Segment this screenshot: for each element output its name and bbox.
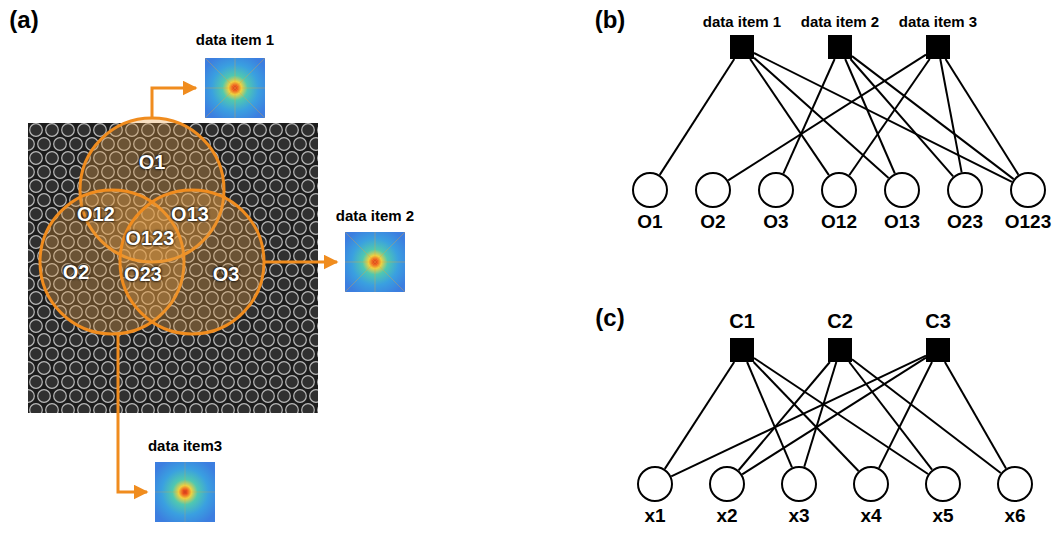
node-label: O12 <box>821 211 857 233</box>
factor-square: C2 <box>827 310 853 362</box>
variable-circle-shape <box>709 466 745 502</box>
data-item-label: data item 2 <box>336 208 414 225</box>
region-label: O13 <box>171 203 209 225</box>
fft-image <box>155 462 215 522</box>
factor-square-shape <box>828 35 852 59</box>
region-label: O1 <box>139 151 166 173</box>
variable-circle: O12 <box>821 172 857 233</box>
variable-circle-shape <box>997 466 1033 502</box>
variable-circle-shape <box>632 172 668 208</box>
node-label: data item 3 <box>899 13 977 30</box>
variable-circle-shape <box>947 172 983 208</box>
variable-circle-shape <box>758 172 794 208</box>
orange-arrow <box>152 88 196 118</box>
panel-label: (a) <box>9 7 38 33</box>
variable-circle-shape <box>1010 172 1046 208</box>
factor-square-shape <box>926 35 950 59</box>
variable-circle: O1 <box>632 172 668 233</box>
node-label: O3 <box>763 211 788 233</box>
variable-circle-shape <box>637 466 673 502</box>
graph-edge <box>754 53 1012 182</box>
node-label: O2 <box>700 211 725 233</box>
variable-circle: x6 <box>997 466 1033 527</box>
factor-square-shape <box>828 338 852 362</box>
variable-circle: O2 <box>695 172 731 233</box>
graph-edge <box>739 362 830 470</box>
region-label: O3 <box>213 263 240 285</box>
node-label: x2 <box>716 505 737 527</box>
node-label: x3 <box>788 505 809 527</box>
region-label: O12 <box>77 203 115 225</box>
graph-edge <box>754 358 928 474</box>
factor-square: C3 <box>925 310 951 362</box>
data-item-label: data item3 <box>148 438 222 455</box>
node-label: x1 <box>644 505 665 527</box>
graph-edge <box>946 59 1019 175</box>
graph-edge <box>852 56 1014 179</box>
graph-edge <box>879 362 932 468</box>
node-label: data item 2 <box>801 13 879 30</box>
region-label: O2 <box>63 261 90 283</box>
graph-edge <box>671 356 926 477</box>
node-label: O123 <box>1005 211 1051 233</box>
factor-square-shape <box>730 338 754 362</box>
variable-circle: O23 <box>947 172 983 233</box>
data-item-label: data item 1 <box>196 32 274 49</box>
graph-edge <box>850 59 953 176</box>
variable-circle-shape <box>925 466 961 502</box>
factor-square: data item 3 <box>899 13 977 59</box>
variable-circle-shape <box>821 172 857 208</box>
variable-circle: O123 <box>1005 172 1051 233</box>
node-label: x6 <box>1004 505 1025 527</box>
graph-edge <box>783 59 834 174</box>
node-label: x5 <box>932 505 953 527</box>
factor-square-shape <box>926 338 950 362</box>
graph-edge <box>742 358 926 475</box>
variable-circle-shape <box>695 172 731 208</box>
orange-arrow <box>118 334 147 492</box>
graph-edge <box>665 362 734 469</box>
variable-circle: x5 <box>925 466 961 527</box>
factor-square: data item 2 <box>801 13 879 59</box>
node-label: C2 <box>827 310 853 333</box>
region-circle <box>120 190 264 334</box>
panel-label: (c) <box>595 305 624 331</box>
factor-square-shape <box>730 35 754 59</box>
factor-square: data item 1 <box>703 13 781 59</box>
graph-edge <box>845 59 895 173</box>
region-label: O23 <box>124 263 162 285</box>
factor-square: C1 <box>729 310 755 362</box>
orange-arrow <box>264 261 337 264</box>
node-label: O13 <box>884 211 920 233</box>
variable-circle: x1 <box>637 466 673 527</box>
graph-edge <box>940 59 961 172</box>
graph-edge <box>728 55 926 181</box>
variable-circle-shape <box>781 466 817 502</box>
fft-image <box>345 232 405 292</box>
variable-circle: O13 <box>884 172 920 233</box>
variable-circle: x3 <box>781 466 817 527</box>
panel-label: (b) <box>595 7 626 33</box>
node-label: O23 <box>947 211 983 233</box>
node-label: x4 <box>860 505 881 527</box>
node-label: C1 <box>729 310 755 333</box>
graph-edge <box>754 58 889 178</box>
graph-edge <box>852 359 1001 473</box>
node-label: O1 <box>637 211 662 233</box>
graph-edge <box>660 59 735 175</box>
graph-edge <box>945 362 1006 468</box>
graph-edge <box>849 59 929 175</box>
node-label: data item 1 <box>703 13 781 30</box>
fft-image <box>205 58 265 118</box>
variable-circle: x2 <box>709 466 745 527</box>
graph-edge <box>804 362 836 467</box>
variable-circle: O3 <box>758 172 794 233</box>
variable-circle-shape <box>884 172 920 208</box>
variable-circle-shape <box>853 466 889 502</box>
variable-circle: x4 <box>853 466 889 527</box>
node-label: C3 <box>925 310 951 333</box>
graph-edge <box>849 362 932 470</box>
region-label: O123 <box>126 227 175 249</box>
